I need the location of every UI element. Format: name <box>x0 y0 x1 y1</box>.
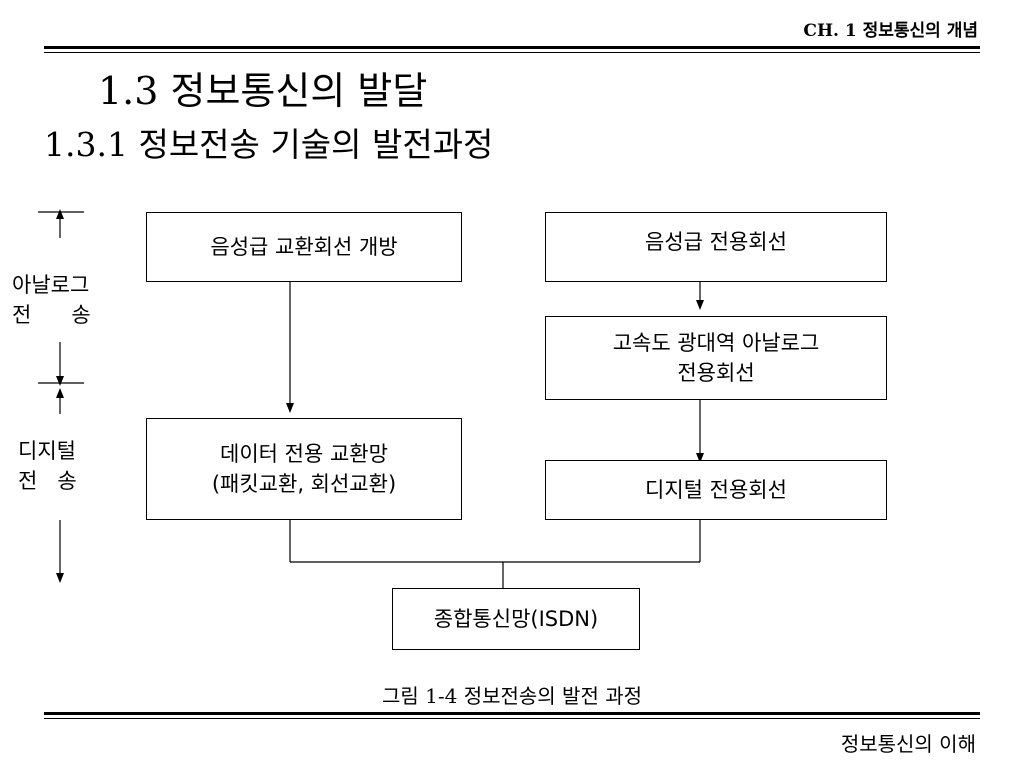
box-isdn-label: 종합통신망(ISDN) <box>433 607 599 631</box>
box-broadband-analog-line1: 고속도 광대역 아날로그 <box>612 331 820 355</box>
box-voice-switched-label: 음성급 교환회선 개방 <box>210 235 398 259</box>
analog-label-line2: 전 송 <box>12 303 91 327</box>
box-data-switched: 데이터 전용 교환망 (패킷교환, 회선교환) <box>146 418 462 520</box>
digital-label-line1: 디지털 <box>18 439 76 463</box>
box-data-switched-line2: (패킷교환, 회선교환) <box>211 472 397 496</box>
box-digital-leased: 디지털 전용회선 <box>545 460 887 520</box>
box-voice-leased: 음성급 전용회선 <box>545 212 887 282</box>
chapter-header: CH. 1 정보통신의 개념 <box>803 21 978 41</box>
digital-label-line2: 전 송 <box>18 469 77 493</box>
footer-text: 정보통신의 이해 <box>840 732 976 756</box>
header-rule-thick <box>44 46 980 49</box>
box-voice-leased-label: 음성급 전용회선 <box>645 230 787 254</box>
section-title: 1.3 정보통신의 발달 <box>98 69 428 113</box>
analog-label-line1: 아날로그 <box>12 273 90 297</box>
footer-rule-thin <box>44 718 980 719</box>
footer-rule-thick <box>44 712 980 715</box>
box-broadband-analog-line2: 전용회선 <box>677 361 755 385</box>
figure-caption: 그림 1-4 정보전송의 발전 과정 <box>381 684 643 708</box>
box-data-switched-line1: 데이터 전용 교환망 <box>220 442 388 466</box>
box-digital-leased-label: 디지털 전용회선 <box>645 478 787 502</box>
subsection-title: 1.3.1 정보전송 기술의 발전과정 <box>44 125 494 164</box>
digital-label: 디지털 전 송 <box>18 436 118 496</box>
box-voice-switched: 음성급 교환회선 개방 <box>146 212 462 282</box>
box-isdn: 종합통신망(ISDN) <box>392 588 640 650</box>
analog-label: 아날로그 전 송 <box>12 270 122 330</box>
header-rule-thin <box>44 52 980 53</box>
box-broadband-analog: 고속도 광대역 아날로그 전용회선 <box>545 316 887 400</box>
